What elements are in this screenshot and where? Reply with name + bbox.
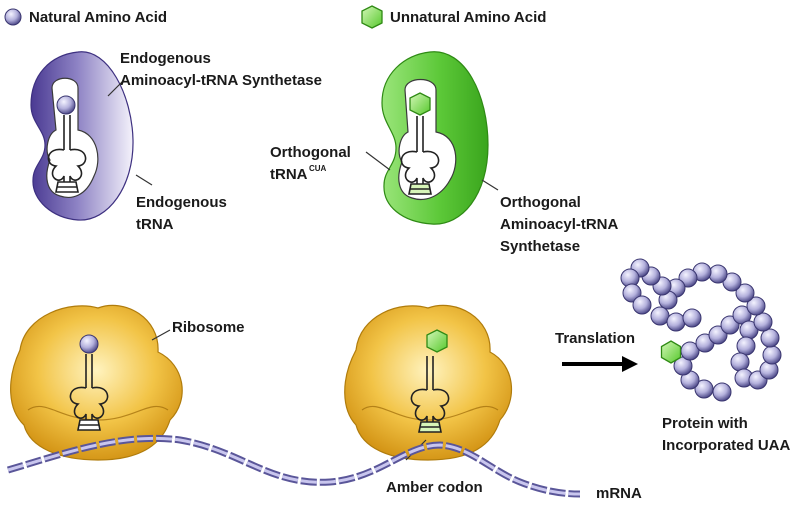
- orthogonal-trna-label-line1: Orthogonal: [270, 144, 351, 161]
- amber-codon-label: Amber codon: [386, 479, 483, 496]
- endogenous-synthetase-leader-line: [107, 79, 125, 97]
- ribosome-left: [10, 304, 183, 461]
- protein-chain: [620, 258, 782, 402]
- orthogonal-trna: [400, 116, 440, 195]
- ribosome-left-amino-acid-bead: [79, 334, 99, 354]
- protein-bead: [753, 312, 773, 332]
- orthogonal-trna-superscript: CUA: [309, 164, 327, 173]
- orthogonal-synthetase-label-line2: Aminoacyl-tRNA: [500, 216, 619, 233]
- protein-label-line1: Protein with: [662, 415, 748, 432]
- protein-bead: [666, 312, 686, 332]
- protein-bead: [632, 295, 652, 315]
- mrna-label: mRNA: [596, 485, 642, 502]
- endogenous-synthetase-label-line2: Aminoacyl-tRNA Synthetase: [120, 72, 322, 89]
- protein-bead: [682, 308, 702, 328]
- orthogonal-synthetase-label-line1: Orthogonal: [500, 194, 581, 211]
- endogenous-trna-label-line2: tRNA: [136, 216, 174, 233]
- ribosome-right-cleft: [361, 405, 499, 421]
- orthogonal-synthetase-leader-line: [481, 179, 499, 191]
- ribosome-leader-line: [151, 329, 171, 341]
- protein-bead: [694, 379, 714, 399]
- ribosome-right-body: [344, 304, 513, 461]
- ribosome-left-trna: [69, 354, 109, 431]
- protein-bead: [730, 352, 750, 372]
- endogenous-trna: [47, 115, 87, 193]
- unnatural-amino-acid-legend-hexagon: [361, 5, 383, 29]
- legend-natural-label: Natural Amino Acid: [29, 9, 167, 26]
- orthogonal-synthetase-group: [365, 51, 499, 225]
- mrna-strand-highlight: [7, 436, 581, 496]
- protein-bead: [762, 345, 782, 365]
- protein-label-line2: Incorporated UAA: [662, 437, 791, 454]
- ribosome-right-unnatural-hexagon: [426, 329, 448, 353]
- orthogonal-trna-label-line2: tRNA: [270, 166, 308, 183]
- unnatural-amino-acid-hexagon: [409, 92, 431, 116]
- natural-amino-acid-legend-bead: [4, 8, 22, 26]
- endogenous-synthetase-group: [30, 51, 153, 221]
- legend-unnatural-label: Unnatural Amino Acid: [390, 9, 546, 26]
- protein-bead: [650, 306, 670, 326]
- ribosome-label: Ribosome: [172, 319, 245, 336]
- endogenous-trna-leader-line: [135, 174, 153, 186]
- protein-bead: [735, 283, 755, 303]
- legend: Natural Amino Acid Unnatural Amino Acid: [4, 5, 546, 29]
- ribosome-right: [344, 304, 513, 461]
- protein-bead: [736, 336, 756, 356]
- orthogonal-synthetase-label-line3: Synthetase: [500, 238, 580, 255]
- ribosome-right-trna: [410, 356, 450, 433]
- protein-bead: [760, 328, 780, 348]
- protein-unnatural-amino-acid-hexagon: [660, 340, 682, 364]
- protein-bead: [746, 296, 766, 316]
- protein-bead: [712, 382, 732, 402]
- translation-label: Translation: [555, 330, 635, 347]
- orthogonal-trna-leader-line: [365, 151, 391, 171]
- natural-amino-acid-bead: [56, 95, 76, 115]
- ribosome-left-body: [10, 304, 183, 461]
- protein-bead: [708, 264, 728, 284]
- endogenous-synthetase-label-line1: Endogenous: [120, 50, 211, 67]
- endogenous-trna-label-line1: Endogenous: [136, 194, 227, 211]
